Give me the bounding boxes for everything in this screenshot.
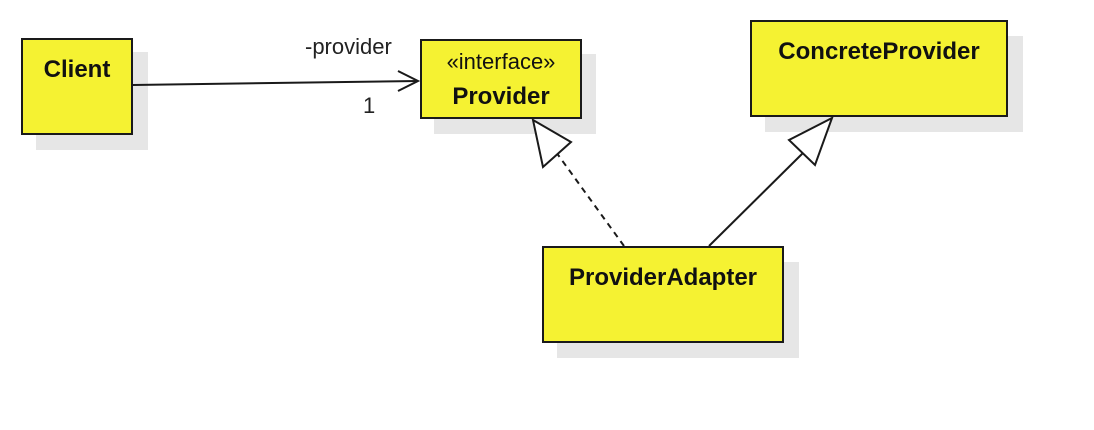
class-provider-name: Provider <box>452 83 550 110</box>
class-concrete-provider[interactable]: ConcreteProvider <box>750 20 1008 117</box>
association-role-label: -provider <box>305 34 392 59</box>
class-concrete-provider-name: ConcreteProvider <box>778 38 980 65</box>
class-provider-stereotype: «interface» <box>446 49 556 74</box>
association-line <box>132 80 419 86</box>
generalization-line <box>708 149 807 247</box>
realization-arrowhead <box>531 118 573 169</box>
class-provider-adapter-name: ProviderAdapter <box>568 264 758 291</box>
class-client[interactable]: Client <box>21 38 133 135</box>
class-provider[interactable]: «interface» Provider <box>420 39 582 119</box>
association-arrowhead <box>397 70 421 92</box>
class-client-name: Client <box>43 56 111 83</box>
class-provider-adapter[interactable]: ProviderAdapter <box>542 246 784 343</box>
generalization-arrowhead <box>787 115 834 167</box>
association-multiplicity-label: 1 <box>363 93 376 118</box>
realization-line <box>555 151 625 247</box>
